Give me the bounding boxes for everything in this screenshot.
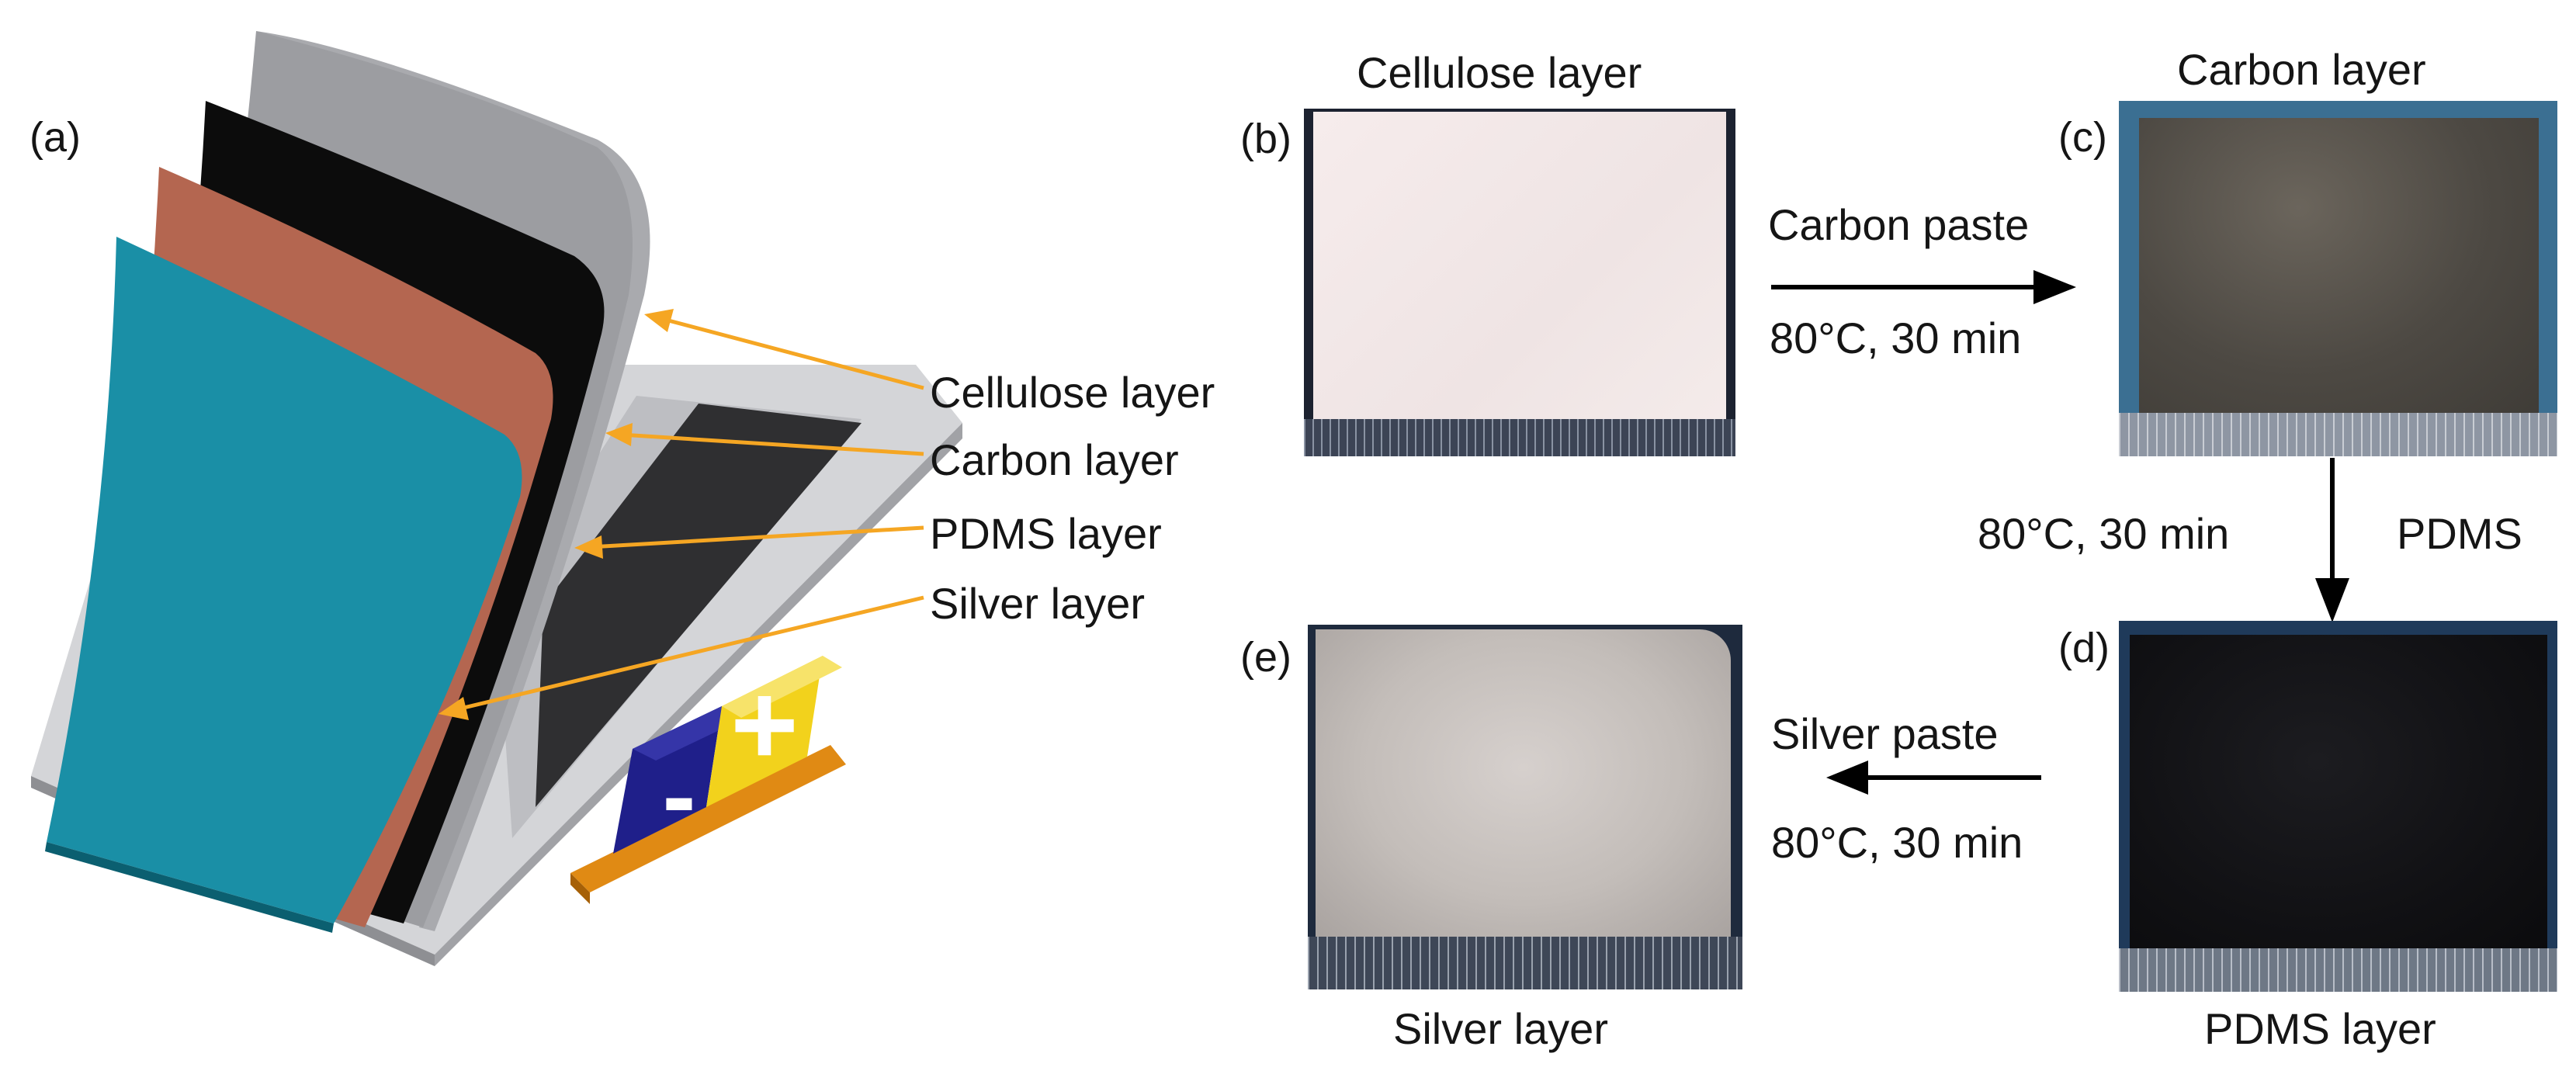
callout-label-carbon: Carbon layer	[930, 435, 1179, 484]
panel-label-a: (a)	[29, 114, 81, 161]
carbon-sheet-photo	[2139, 118, 2539, 417]
callout-arrowhead-silver	[439, 697, 469, 720]
battery-minus-block	[613, 706, 722, 854]
step-label-carbon-paste: Carbon paste	[1768, 200, 2030, 249]
silver-sheet-edge	[45, 842, 334, 933]
photo-pdms-layer	[2119, 621, 2557, 992]
callout-label-silver: Silver layer	[930, 579, 1145, 628]
ruler-e	[1308, 937, 1742, 989]
battery-plus-symbol: +	[730, 659, 799, 789]
panel-title-b: Cellulose layer	[1357, 48, 1642, 97]
callout-arrowhead-pdms	[574, 535, 603, 559]
arrow-d-to-e-head	[1826, 761, 1868, 795]
silver-sheet	[47, 237, 522, 923]
battery-plus-top	[722, 656, 842, 718]
photo-carbon-layer	[2119, 101, 2557, 456]
step-label-c-to-d-condition: 80°C, 30 min	[1978, 509, 2230, 558]
cellulose-sheet-photo	[1313, 112, 1726, 422]
step-label-d-to-e-condition: 80°C, 30 min	[1771, 818, 2023, 867]
panel-label-d: (d)	[2058, 625, 2110, 671]
step-label-pdms: PDMS	[2397, 509, 2522, 558]
battery-minus-symbol: -	[662, 739, 695, 852]
battery-icon: + -	[570, 656, 846, 904]
silver-sheet-photo	[1316, 629, 1731, 937]
panel-label-b: (b)	[1240, 116, 1291, 162]
ruler-b	[1304, 419, 1735, 456]
layer-stack-schematic: + -	[31, 31, 962, 966]
pdms-sheet-photo	[2130, 635, 2547, 951]
callout-arrows	[439, 309, 924, 720]
callout-arrow-pdms	[589, 525, 924, 549]
battery-base	[570, 745, 846, 892]
panel-title-c: Carbon layer	[2177, 45, 2426, 94]
ruler-d	[2119, 948, 2557, 992]
base-frame-side	[435, 423, 962, 966]
step-label-b-to-c-condition: 80°C, 30 min	[1770, 314, 2022, 362]
callout-label-pdms: PDMS layer	[930, 509, 1162, 558]
callout-arrow-silver	[453, 595, 924, 712]
panel-label-c: (c)	[2058, 114, 2107, 161]
panel-label-e: (e)	[1240, 634, 1291, 681]
ruler-c	[2119, 413, 2557, 456]
panel-title-e: Silver layer	[1393, 1004, 1608, 1053]
photo-silver-layer	[1308, 625, 1742, 989]
panel-title-d: PDMS layer	[2204, 1004, 2436, 1053]
battery-minus-top	[633, 706, 745, 761]
battery-base-front	[570, 873, 590, 904]
step-label-silver-paste: Silver paste	[1771, 709, 1999, 758]
callout-arrow-cellulose	[659, 316, 924, 390]
photo-cellulose-layer	[1304, 109, 1735, 456]
callout-arrowhead-carbon	[605, 423, 633, 446]
arrow-b-to-c	[1771, 270, 2076, 304]
callout-label-cellulose: Cellulose layer	[930, 368, 1215, 417]
arrow-c-to-d-head	[2315, 578, 2349, 622]
base-carbon-field	[536, 404, 862, 807]
arrow-b-to-c-head	[2033, 270, 2076, 304]
callout-arrow-carbon	[620, 432, 924, 456]
battery-plus-block	[706, 656, 823, 807]
arrow-d-to-e	[1826, 761, 2041, 795]
arrow-c-to-d	[2315, 458, 2349, 622]
callout-arrowhead-cellulose	[644, 309, 674, 332]
